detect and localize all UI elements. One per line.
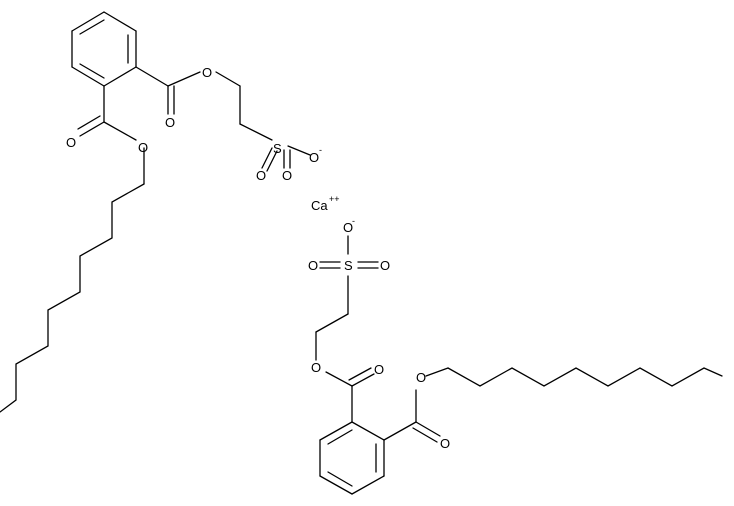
lower-negative-charge: -	[352, 216, 355, 226]
upper-sulfonate-oxygen-anion: O	[309, 150, 319, 165]
upper-atom-labels: O O S O - O O O O	[66, 65, 322, 183]
upper-ester-oxygen: O	[202, 65, 212, 80]
calcium-counterion: Ca ++	[311, 194, 340, 213]
calcium-label: Ca	[311, 198, 328, 213]
lower-sulfur: S	[344, 258, 353, 273]
upper-nonyl-ester-oxygen: O	[138, 140, 148, 155]
lower-ester-oxygen: O	[311, 360, 321, 375]
lower-nonyl-ester-oxygen: O	[416, 370, 426, 385]
upper-sulfonyl-oxygen-2: O	[256, 168, 266, 183]
lower-nonyl-carbonyl-oxygen: O	[440, 436, 450, 451]
lower-sulfonyl-oxygen-1: O	[308, 258, 318, 273]
lower-sulfonate-oxygen-anion: O	[343, 220, 353, 235]
lower-carbonyl-oxygen: O	[374, 362, 384, 377]
calcium-charge: ++	[329, 194, 340, 204]
lower-sulfonyl-oxygen-2: O	[380, 258, 390, 273]
lower-nonyl-ester	[383, 367, 723, 443]
lower-atom-labels: O - S O O O O O O	[308, 216, 450, 451]
lower-sulfoethyl-ester	[315, 235, 379, 423]
upper-negative-charge: -	[319, 145, 322, 155]
upper-benzene-ring	[71, 11, 137, 87]
upper-sulfoethyl-ester	[135, 66, 311, 172]
upper-nonyl-carbonyl-oxygen: O	[66, 135, 76, 150]
upper-sulfonyl-oxygen-1: O	[282, 168, 292, 183]
upper-nonyl-ester	[0, 85, 145, 413]
lower-benzene-ring	[319, 421, 385, 495]
upper-sulfur: S	[273, 141, 282, 156]
upper-carbonyl-oxygen: O	[165, 115, 175, 130]
